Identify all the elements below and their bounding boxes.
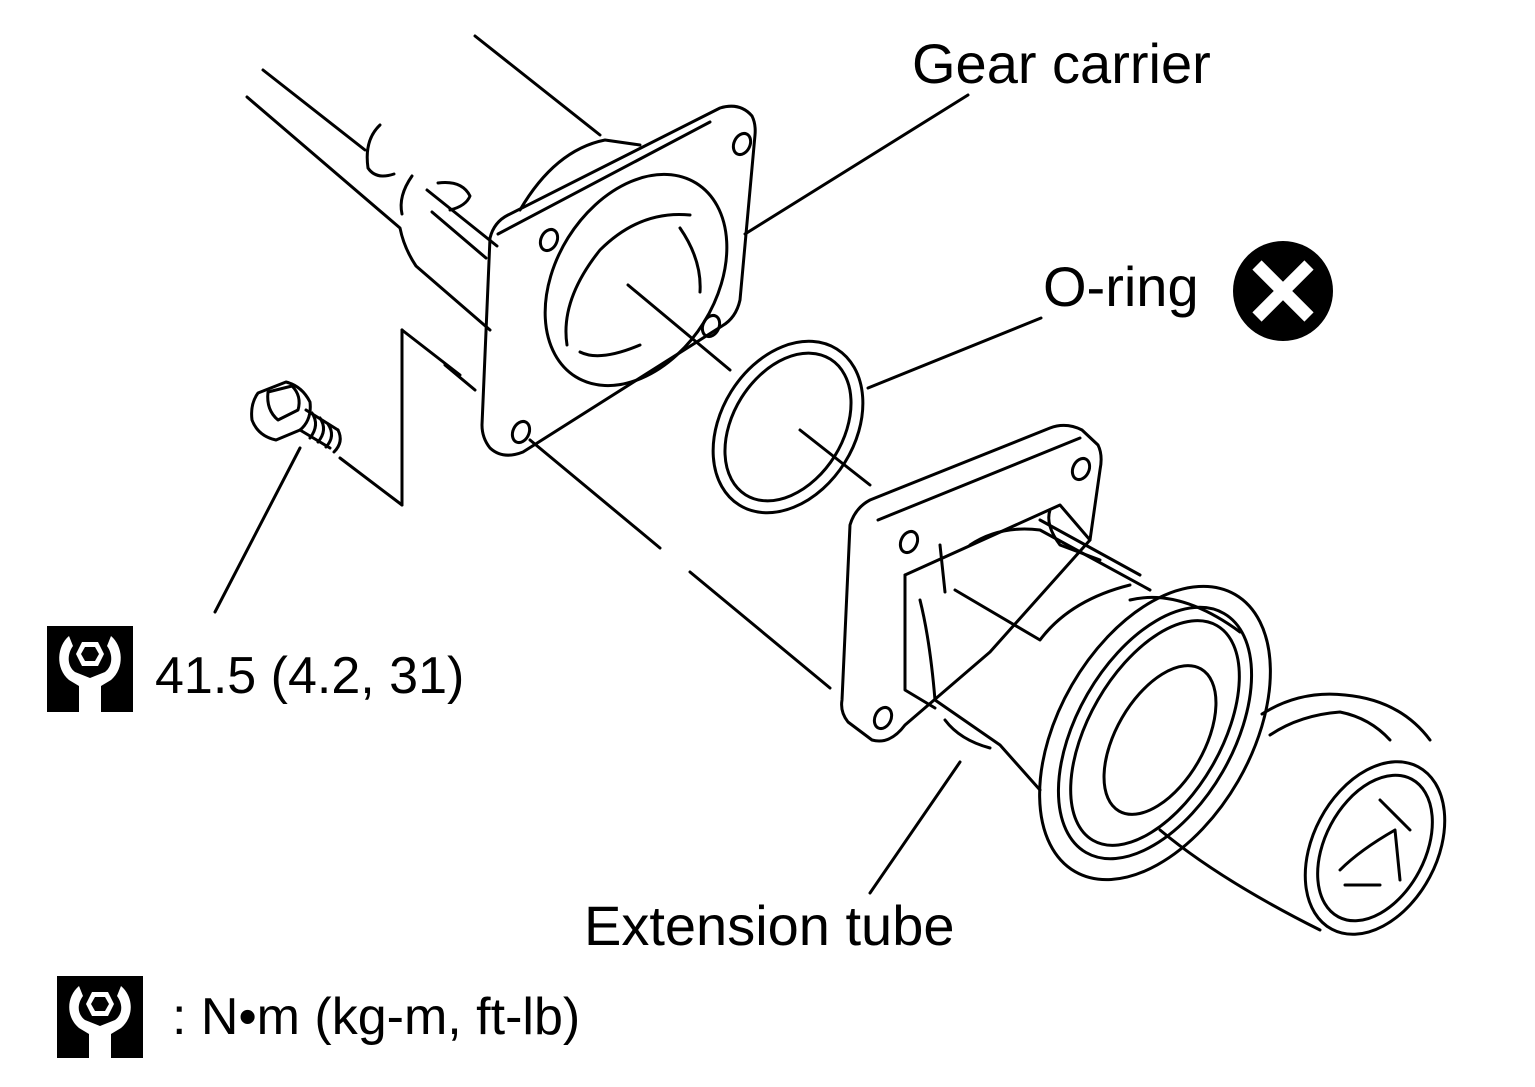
x-circle-icon xyxy=(1233,241,1333,341)
torque-value-label: 41.5 (4.2, 31) xyxy=(155,647,465,705)
extension-tube-label: Extension tube xyxy=(584,894,955,957)
wrench-icon xyxy=(57,976,143,1058)
leader-lines xyxy=(213,93,1043,895)
wrench-icon xyxy=(47,626,133,712)
torque-units-legend: : N•m (kg-m, ft-lb) xyxy=(172,988,581,1046)
extension-tube xyxy=(840,423,1447,936)
gear-carrier xyxy=(245,34,757,457)
gear-carrier-label: Gear carrier xyxy=(912,32,1211,95)
dash-centerline xyxy=(400,343,477,482)
o-ring-label: O-ring xyxy=(1043,255,1199,318)
bolt xyxy=(250,380,342,454)
